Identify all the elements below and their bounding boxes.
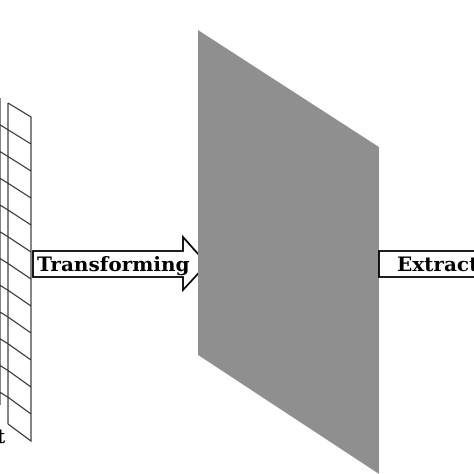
grid-cell-divider [7,182,32,199]
grid-cell-divider [7,263,32,280]
grid-cell-divider [0,231,9,238]
grid-cell-divider [7,343,32,361]
grid-cell-divider [7,289,32,307]
grid-cell-divider [0,124,9,131]
grid-cell-divider [0,204,9,211]
grid-cell-divider [7,236,32,253]
grid-cell-divider [0,284,9,291]
grid-cell-divider [7,316,32,334]
grid-cell-divider [0,150,9,158]
grid-cell-divider [7,370,32,388]
grid-cell-divider [0,177,9,184]
grid-cell-divider [7,129,32,145]
arrow-shape [32,234,209,293]
grid-cell-divider [0,364,9,372]
feature-plane [198,30,379,474]
arrow-shape [378,250,474,278]
grid-column [7,102,32,443]
input-grid [0,98,32,443]
transforming-label: Transforming [37,252,190,276]
extract-label: Extract [397,252,474,276]
grid-cell-divider [0,311,9,318]
partial-left-text: t [0,424,6,448]
grid-cell-divider [0,257,9,265]
grid-cell-divider [7,396,32,415]
extract-arrow: Extract [378,250,474,278]
transforming-arrow: Transforming [32,234,209,293]
grid-cell-divider [7,209,32,226]
grid-cell-divider [7,155,32,172]
grid-cell-divider [0,338,9,345]
grid-cell-divider [0,391,9,398]
